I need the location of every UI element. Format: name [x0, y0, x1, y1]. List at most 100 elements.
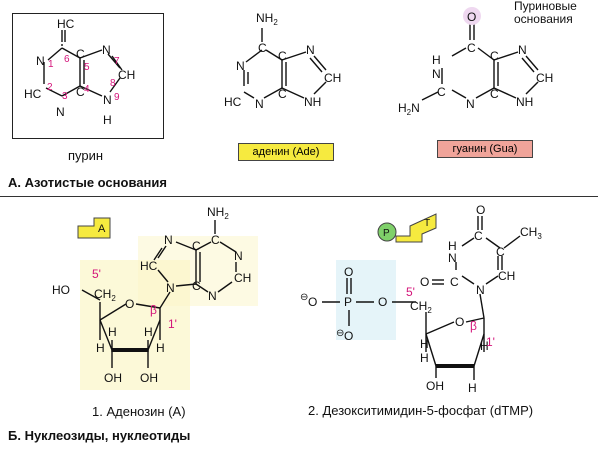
atom-label: O — [344, 329, 353, 343]
atom-label: O — [308, 295, 317, 309]
atom-label: H2N — [398, 101, 420, 117]
purine-structure — [43, 30, 123, 97]
adenosine-atoms: NH2 C N CH N C C N HC N O HO CH2 H H H H… — [52, 205, 251, 385]
section-divider — [0, 196, 598, 197]
atom-label: CH3 — [520, 225, 542, 241]
atom-label: O — [378, 295, 387, 309]
atom-label: H — [432, 53, 441, 67]
atom-label: N — [166, 281, 175, 295]
atom-label: OH — [140, 371, 158, 385]
atom-label: CH — [234, 271, 251, 285]
adenine-atoms: NH2 C N HC N C C N CH NH — [224, 11, 341, 111]
bond — [475, 87, 495, 99]
dtmp-caption: 2. Дезокситимидин-5-фосфат (dTMP) — [308, 403, 534, 418]
bond — [81, 289, 101, 301]
atom-label: H — [108, 325, 117, 339]
icon-letter: A — [98, 223, 106, 235]
section-a-title: А. Азотистые основания — [8, 175, 167, 190]
ring-number: 9 — [114, 92, 120, 103]
bond — [465, 317, 485, 323]
bond — [265, 49, 283, 61]
ring-number: 7 — [114, 56, 120, 67]
bond — [313, 81, 327, 95]
atom-label: C — [490, 87, 499, 101]
atom-label: NH2 — [207, 205, 229, 221]
bond — [47, 47, 63, 61]
guanine-atoms: O C H N C H2N N C C N CH NH — [398, 7, 553, 117]
bond — [425, 333, 437, 367]
bond — [451, 47, 467, 57]
atom-label: HO — [52, 283, 70, 297]
bond — [263, 87, 283, 99]
bond — [313, 55, 327, 71]
atom-label: N — [306, 43, 315, 57]
bond — [479, 293, 485, 319]
oxygen-highlight — [463, 7, 481, 25]
purine-bases-group-label: Пуриновые основания — [514, 0, 577, 26]
atom-label: N — [236, 59, 245, 73]
atom-label: N — [164, 233, 173, 247]
adenine-structure — [243, 28, 327, 99]
ring-number: 6 — [64, 54, 70, 65]
atom-label: N — [466, 97, 475, 111]
bond — [473, 333, 485, 367]
dtmp-structure — [322, 216, 521, 380]
atom-label: C — [76, 47, 85, 61]
atom-label: H — [468, 381, 477, 395]
atom-label: C — [467, 41, 476, 55]
atom-label: C — [490, 49, 499, 63]
bond — [135, 303, 161, 309]
prime-label: 1' — [486, 335, 495, 349]
bond — [45, 87, 63, 97]
atom-label: CH — [536, 71, 553, 85]
atom-label: HC — [224, 95, 242, 109]
bond — [451, 89, 467, 99]
atom-label: CH — [324, 71, 341, 85]
atom-label: CH — [118, 68, 135, 82]
bond — [109, 77, 121, 93]
icon-letter: P — [383, 228, 390, 239]
atom-label: H — [144, 325, 153, 339]
prime-label: 1' — [168, 317, 177, 331]
bond — [425, 321, 455, 335]
atom-label: H — [96, 341, 105, 355]
charge-label: ⊖ — [300, 292, 308, 303]
ring-number: 5 — [84, 62, 90, 73]
atom-label: C — [450, 275, 459, 289]
atom-label: NH — [516, 95, 533, 109]
sugar-base-icon-shape — [395, 213, 437, 243]
atom-label: C — [496, 245, 505, 259]
guanine-structure — [421, 24, 539, 101]
atom-label: N — [56, 105, 65, 119]
atom-label: C — [211, 233, 220, 247]
purine-atoms: HC N HC N C C N CH N H — [24, 17, 135, 127]
adenosine-prime-labels: 5' 1' β — [92, 267, 177, 331]
atom-label: CH2 — [94, 287, 116, 303]
bond — [79, 85, 103, 97]
atom-label: O — [125, 297, 134, 311]
bond — [175, 283, 197, 287]
icon-letter: T — [424, 218, 430, 229]
atom-label: C — [258, 41, 267, 55]
atom-label: N — [518, 43, 527, 57]
phosphate-tint — [336, 260, 396, 340]
bond — [461, 275, 475, 285]
bond — [421, 91, 439, 101]
adenosine-caption: 1. Аденозин (А) — [92, 404, 186, 419]
prime-label: β — [470, 319, 477, 333]
bond — [111, 55, 123, 71]
ring-number: 2 — [47, 82, 53, 93]
bond — [195, 283, 209, 293]
bond — [243, 91, 255, 99]
atom-label: N — [432, 67, 441, 81]
atom-label: C — [278, 49, 287, 63]
bond — [525, 55, 539, 71]
atom-label: O — [420, 275, 429, 289]
prime-label: 5' — [92, 267, 101, 281]
sugar-base-icon-shape — [77, 217, 111, 239]
atom-label: N — [208, 289, 217, 303]
atom-label: H — [448, 239, 457, 253]
atom-label: C — [437, 85, 446, 99]
charge-label: ⊖ — [336, 328, 344, 339]
